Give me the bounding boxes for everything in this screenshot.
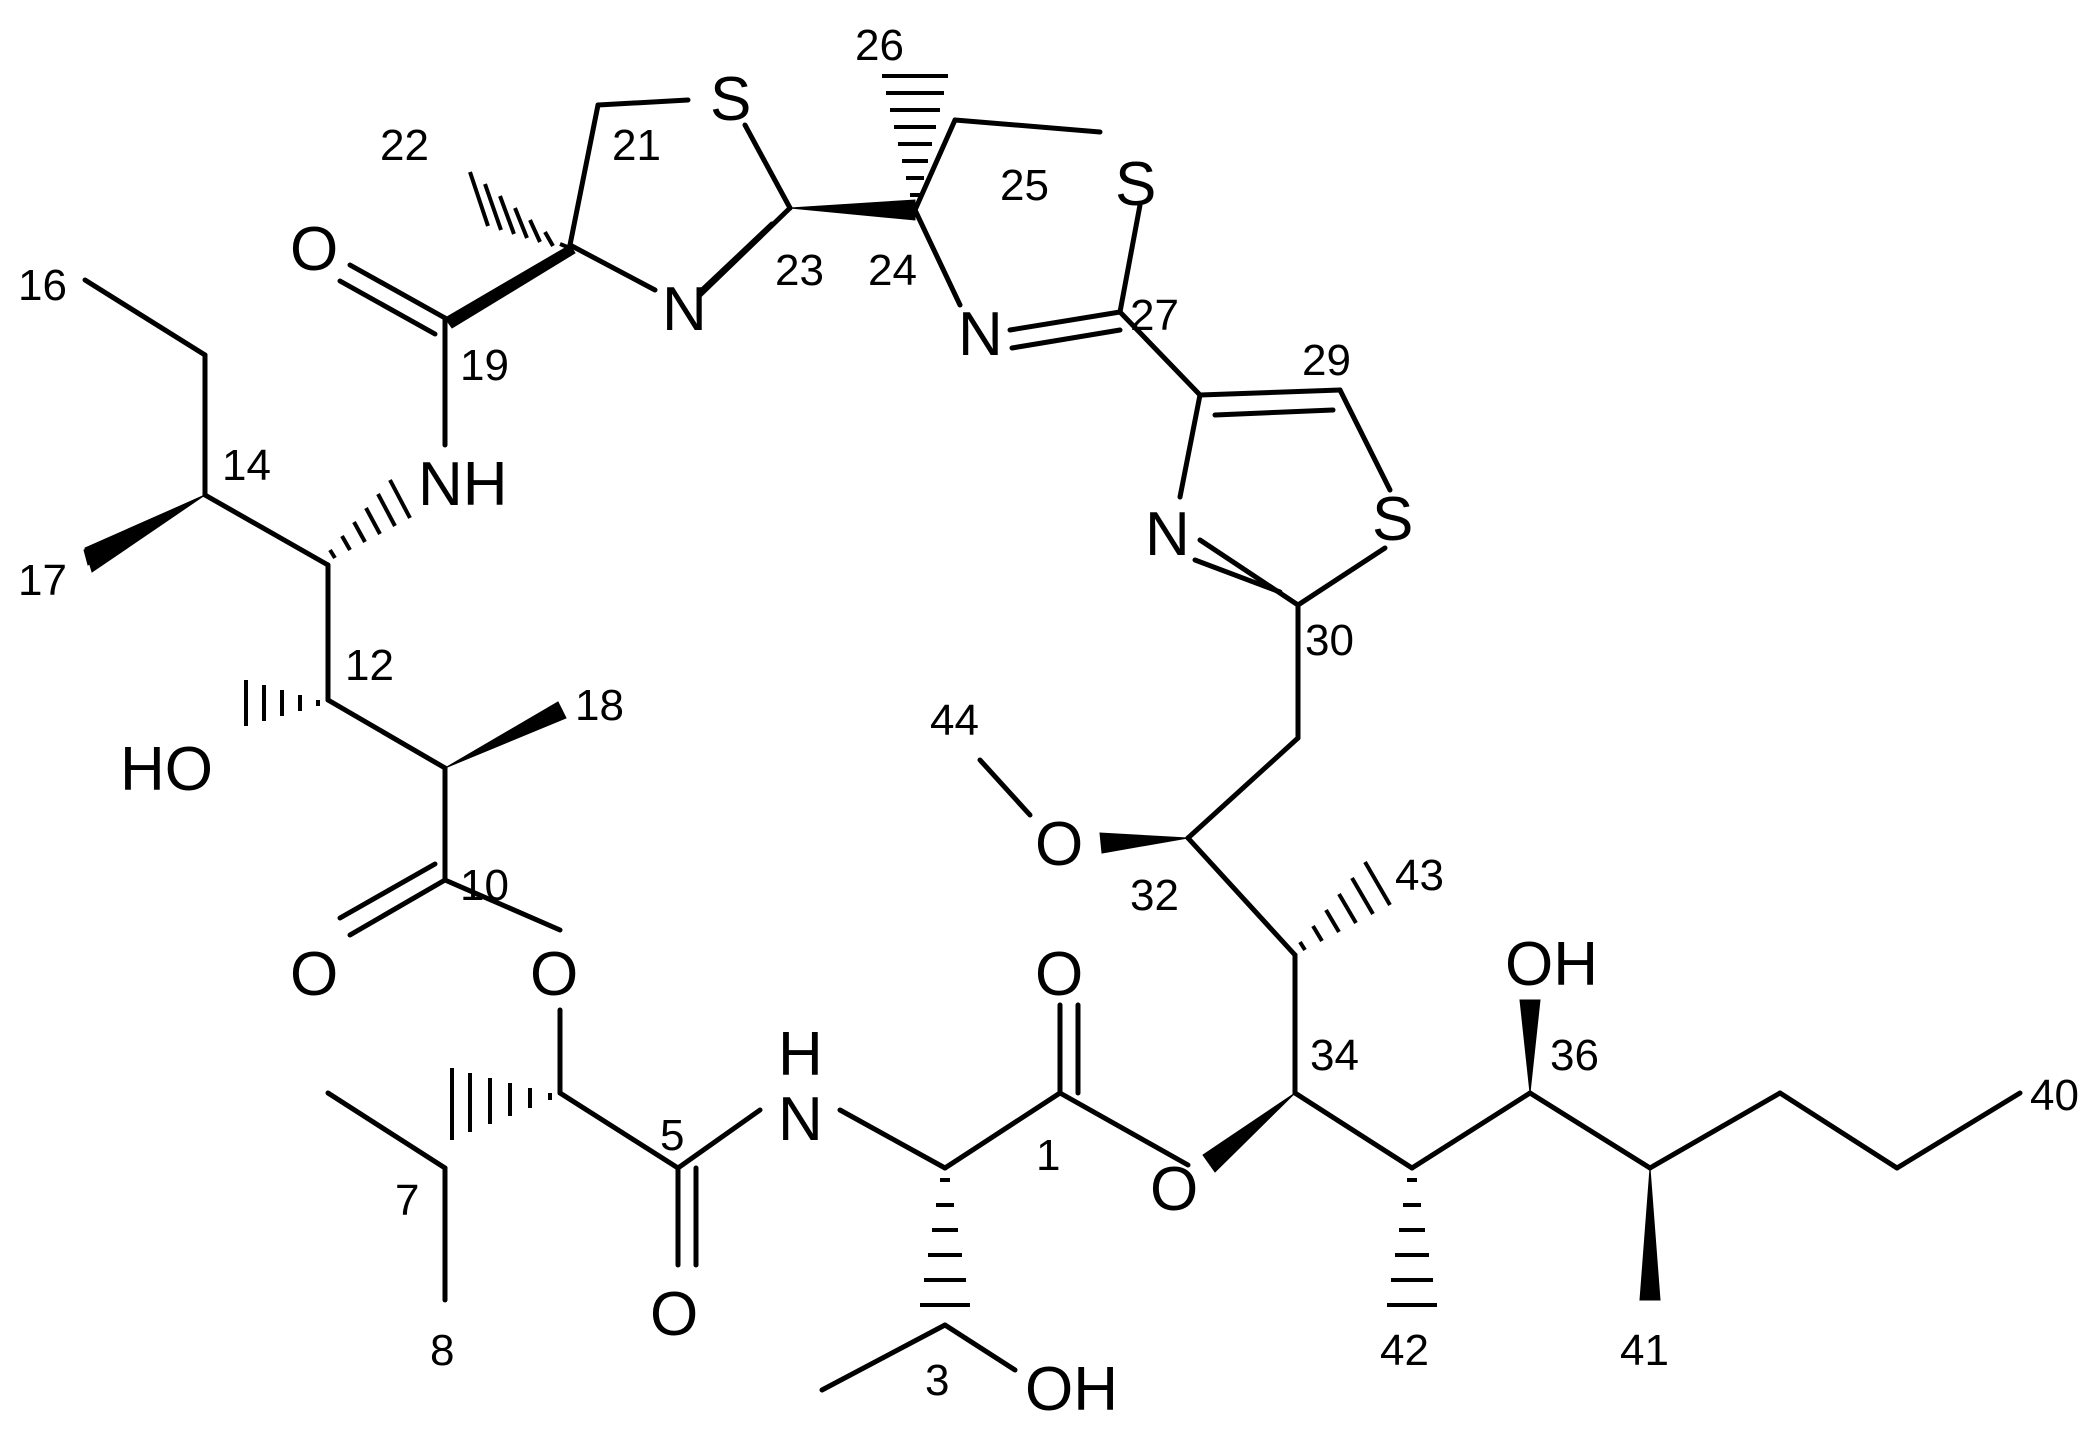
atom-O10a: O xyxy=(290,940,338,1009)
bonds xyxy=(82,97,2023,1393)
label-40: 40 xyxy=(2030,1071,2079,1120)
atom-N5: N xyxy=(778,1085,823,1154)
label-34: 34 xyxy=(1310,1031,1359,1080)
atom-N23: N xyxy=(662,275,707,344)
label-42: 42 xyxy=(1380,1326,1429,1375)
atom-OH3: OH xyxy=(1025,1355,1118,1424)
atom-S3: S xyxy=(1372,485,1413,554)
label-3: 3 xyxy=(925,1356,949,1405)
atom-labels: S S S N N N O NH HO O O H N O O O O OH O… xyxy=(120,65,1598,1424)
atom-O5: O xyxy=(650,1280,698,1349)
atom-N27: N xyxy=(958,300,1003,369)
label-23: 23 xyxy=(775,246,824,295)
label-24: 24 xyxy=(868,246,917,295)
atom-S1: S xyxy=(710,65,751,134)
wedge-bonds xyxy=(83,199,1661,1301)
label-16: 16 xyxy=(18,261,67,310)
label-19: 19 xyxy=(460,341,509,390)
label-5: 5 xyxy=(660,1111,684,1160)
label-10: 10 xyxy=(460,861,509,910)
label-18: 18 xyxy=(575,681,624,730)
atom-numbers: 1 3 5 7 8 10 12 14 16 17 18 19 21 22 23 … xyxy=(18,21,2079,1405)
atom-O32: O xyxy=(1035,810,1083,879)
atom-O10b: O xyxy=(530,940,578,1009)
atom-N30: N xyxy=(1145,500,1190,569)
label-1: 1 xyxy=(1036,1131,1060,1180)
label-29: 29 xyxy=(1302,336,1351,385)
label-22: 22 xyxy=(380,121,429,170)
label-7: 7 xyxy=(395,1176,419,1225)
atom-O1b: O xyxy=(1150,1155,1198,1224)
label-26: 26 xyxy=(855,21,904,70)
hash-bonds xyxy=(244,74,1437,1307)
atom-NH19: NH xyxy=(418,450,508,519)
atom-O19: O xyxy=(290,215,338,284)
label-8: 8 xyxy=(430,1326,454,1375)
label-14: 14 xyxy=(222,441,271,490)
label-30: 30 xyxy=(1305,616,1354,665)
label-44: 44 xyxy=(930,696,979,745)
label-21: 21 xyxy=(612,121,661,170)
label-41: 41 xyxy=(1620,1326,1669,1375)
atom-HO12: HO xyxy=(120,735,213,804)
atom-O1a: O xyxy=(1035,940,1083,1009)
atom-H5: H xyxy=(778,1020,823,1089)
label-43: 43 xyxy=(1395,851,1444,900)
label-32: 32 xyxy=(1130,871,1179,920)
label-12: 12 xyxy=(345,641,394,690)
label-36: 36 xyxy=(1550,1031,1599,1080)
atom-S2: S xyxy=(1115,150,1156,219)
atom-OH36: OH xyxy=(1505,930,1598,999)
label-25: 25 xyxy=(1000,161,1049,210)
label-27: 27 xyxy=(1130,291,1179,340)
label-17: 17 xyxy=(18,556,67,605)
